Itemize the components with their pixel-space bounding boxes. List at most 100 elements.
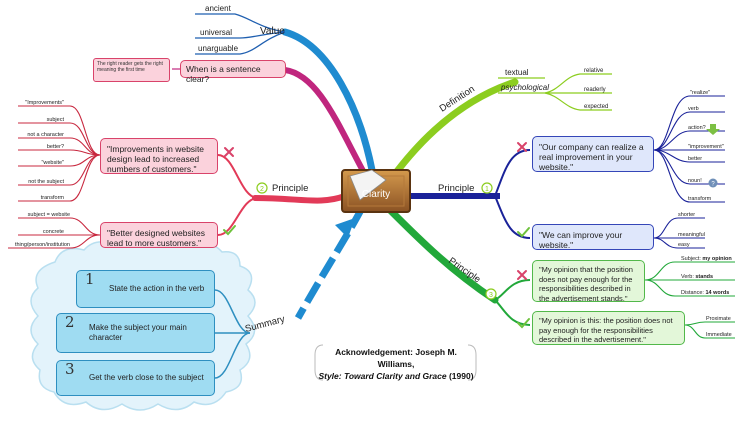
principle2-bad-child-2[interactable]: subject xyxy=(47,117,65,123)
principle1-bad-child-2[interactable]: verb xyxy=(688,106,699,112)
hand-number-icon: 3 xyxy=(65,360,75,378)
check-icon xyxy=(223,225,236,236)
principle2-number: 2 xyxy=(260,186,264,193)
principle2-bad-child-3[interactable]: not a character xyxy=(27,132,64,138)
principle3-good-child-2[interactable]: Immediate xyxy=(706,332,732,338)
question-branch xyxy=(282,67,371,183)
value-branch xyxy=(281,28,376,174)
principle3-good-text: "My opinion is this: the position does n… xyxy=(539,316,673,344)
summary-item-3[interactable]: 3 Get the verb close to the subject xyxy=(56,360,215,396)
principle1-bad-text: "Our company can realize a real improvem… xyxy=(539,142,644,172)
principle2-bad-child-4[interactable]: better? xyxy=(47,144,64,150)
principle1-bad-children-lines xyxy=(653,95,725,249)
summary-sub-line xyxy=(214,289,251,334)
principle1-bad-child-1[interactable]: "realize" xyxy=(690,90,710,96)
value-note-text: The right reader gets the right meaning … xyxy=(97,61,163,73)
definition-branch xyxy=(388,78,519,182)
principle1-label[interactable]: Principle xyxy=(438,183,474,194)
acknowledgement: Acknowledgement: Joseph M. Williams, Sty… xyxy=(318,346,474,381)
principle2-sub-line xyxy=(217,197,259,236)
principle2-good-text: "Better designed websites lead to more c… xyxy=(107,228,205,248)
principle2-bad-child-6[interactable]: not the subject xyxy=(28,179,64,185)
principle1-bad-child-3[interactable]: action? xyxy=(688,125,706,131)
summary-label[interactable]: Summary xyxy=(244,314,286,335)
value-child-1[interactable]: ancient xyxy=(205,4,232,13)
principle3-sub-line xyxy=(494,299,531,326)
question-mark-icon xyxy=(708,178,718,188)
value-sub-line xyxy=(195,13,286,33)
principle2-good-child-2[interactable]: concrete xyxy=(43,229,64,235)
summary-item-1[interactable]: 1 State the action in the verb xyxy=(76,270,215,308)
principle1-good-box[interactable]: "We can improve your website." xyxy=(532,224,654,250)
principle3-subject[interactable]: Subject: my opinion xyxy=(681,256,732,262)
principle1-number-badge xyxy=(481,182,493,194)
principle1-bad-child-4[interactable]: "improvement" xyxy=(688,144,724,150)
value-note[interactable]: The right reader gets the right meaning … xyxy=(93,58,170,82)
value-sub-line xyxy=(195,31,286,55)
acknowledgement-line-2: Style: Toward Clarity and Grace (1990) xyxy=(318,371,474,381)
cross-icon xyxy=(224,147,234,157)
principle2-bad-child-5[interactable]: "website" xyxy=(41,160,64,166)
principle1-good-text: "We can improve your website." xyxy=(539,230,623,250)
question-text: When is a sentence clear? xyxy=(186,64,261,84)
cross-icon xyxy=(517,142,527,152)
summary-item-3-text: Get the verb close to the subject xyxy=(89,373,204,382)
cross-icon xyxy=(517,270,527,280)
principle3-verb[interactable]: Verb: stands xyxy=(681,274,713,280)
definition-textual[interactable]: textual xyxy=(505,68,529,77)
principle3-sub-line xyxy=(494,279,531,301)
principle3-distance[interactable]: Distance: 14 words xyxy=(681,290,729,296)
principle3-bad-box[interactable]: "My opinion that the position does not p… xyxy=(532,260,645,303)
principle3-good-box[interactable]: "My opinion is this: the position does n… xyxy=(532,311,685,345)
principle2-sub-line xyxy=(217,154,259,199)
principle1-bad-child-7[interactable]: transform xyxy=(688,196,712,202)
summary-item-1-text: State the action in the verb xyxy=(109,284,205,293)
definition-child-1[interactable]: relative xyxy=(584,68,604,74)
principle3-number-badge xyxy=(485,288,497,300)
check-icon xyxy=(517,318,530,329)
value-child-3[interactable]: unarguable xyxy=(198,44,239,53)
principle2-bad-child-7[interactable]: transform xyxy=(41,195,65,201)
definition-sub-line xyxy=(544,73,612,94)
value-label[interactable]: Value xyxy=(260,26,285,37)
principle1-bad-child-5[interactable]: better xyxy=(688,156,702,162)
principle2-label[interactable]: Principle xyxy=(272,183,308,194)
definition-sub-line xyxy=(544,92,612,111)
principle1-good-child-3[interactable]: easy xyxy=(678,242,690,248)
acknowledgement-line-1: Acknowledgement: Joseph M. Williams, xyxy=(335,347,457,369)
principle3-number: 3 xyxy=(489,292,493,299)
principle2-bad-children-lines xyxy=(8,105,101,249)
summary-item-2[interactable]: 2 Make the subject your main character xyxy=(56,313,215,353)
principle2-number-badge xyxy=(256,182,268,194)
principle1-bad-box[interactable]: "Our company can realize a real improvem… xyxy=(532,136,654,172)
principle2-bad-box[interactable]: "Improvements in website design lead to … xyxy=(100,138,218,174)
principle3-bad-text: "My opinion that the position does not p… xyxy=(539,265,633,303)
principle1-good-child-2[interactable]: meaningful xyxy=(678,232,705,238)
principle1-bad-child-6[interactable]: noun! xyxy=(688,178,702,184)
acknowledgement-bracket-left xyxy=(314,344,324,381)
principle2-good-child-3[interactable]: thing/person/institution xyxy=(15,242,70,248)
definition-child-2[interactable]: readerly xyxy=(584,87,606,93)
summary-sub-line xyxy=(214,332,251,379)
central-node[interactable]: Clarity xyxy=(341,169,411,213)
principle2-good-child-1[interactable]: subject = website xyxy=(28,212,70,218)
summary-item-2-text: Make the subject your main character xyxy=(89,323,187,342)
definition-psychological[interactable]: psychological xyxy=(500,83,549,92)
definition-child-3[interactable]: expected xyxy=(584,104,608,110)
principle3-branch xyxy=(386,206,499,304)
question-box[interactable]: When is a sentence clear? xyxy=(180,60,286,84)
down-arrow-icon xyxy=(706,124,720,135)
hand-number-icon: 1 xyxy=(85,270,95,288)
central-label: Clarity xyxy=(362,189,390,200)
principle3-good-child-1[interactable]: Proximate xyxy=(706,316,731,322)
principle1-number: 1 xyxy=(485,186,489,193)
value-child-2[interactable]: universal xyxy=(200,28,232,37)
principle2-good-box[interactable]: "Better designed websites lead to more c… xyxy=(100,222,218,248)
principle1-good-child-1[interactable]: shorter xyxy=(678,212,695,218)
principle2-branch xyxy=(252,193,348,204)
acknowledgement-bracket-right xyxy=(467,344,477,381)
principle3-children-lines xyxy=(644,261,735,339)
summary-arrowhead xyxy=(335,218,355,238)
principle2-bad-child-1[interactable]: "Improvements" xyxy=(25,100,64,106)
